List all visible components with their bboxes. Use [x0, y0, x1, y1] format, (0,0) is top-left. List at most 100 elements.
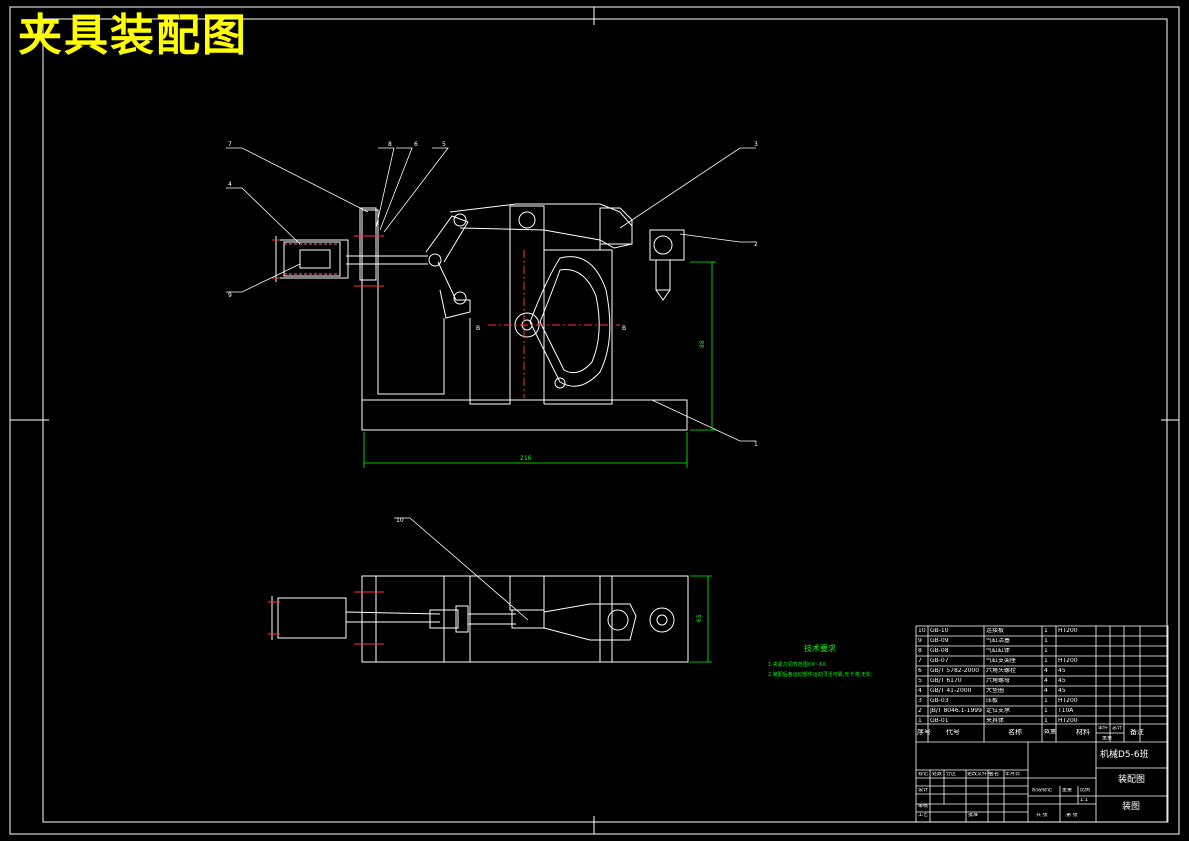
tb-label-design: 设计: [918, 788, 929, 793]
bom-seq: 1: [918, 718, 922, 724]
bom-name: 六角头螺栓: [986, 668, 1017, 674]
balloon-8: 8: [388, 141, 392, 148]
bom-material: HT200: [1058, 698, 1078, 704]
bom-grid: [915, 625, 1169, 823]
bom-code: GB/T 41-2000: [930, 688, 972, 694]
bom-header-note: 备注: [1130, 729, 1144, 736]
balloon-4: 4: [228, 181, 232, 188]
tb-label-stage: 阶段标记: [1032, 788, 1053, 793]
dimension-texts: 216 88 65: [520, 340, 706, 622]
tb-label-sheet-no: 第 张: [1066, 813, 1078, 818]
bom-qty: 4: [1044, 688, 1048, 694]
section-mark-left: B: [476, 325, 480, 332]
balloon-10: 10: [396, 517, 404, 524]
balloon-7: 7: [228, 141, 232, 148]
bom-code: JB/T 8046.1-1999: [930, 708, 982, 714]
bom-seq: 8: [918, 648, 922, 654]
bom-header-seq: 序号: [917, 729, 931, 736]
bom-qty: 1: [1044, 718, 1048, 724]
bom-name: 定位支承: [986, 708, 1011, 714]
balloon-6: 6: [414, 141, 418, 148]
bom-code: GB-10: [930, 628, 949, 634]
bom-qty: 1: [1044, 648, 1048, 654]
bom-seq: 4: [918, 688, 922, 694]
tech-req-title: 技术要求: [804, 644, 836, 653]
bom-code: GB-07: [930, 658, 949, 664]
bom-seq: 2: [918, 708, 922, 714]
bom-name: 气缸支架座: [986, 658, 1017, 664]
section-mark-right: B: [622, 325, 626, 332]
bom-name: 夹具体: [986, 718, 1005, 724]
bom-qty: 1: [1044, 628, 1048, 634]
balloon-9: 9: [228, 292, 232, 299]
bom-header-qty: 数量: [1044, 729, 1057, 735]
tb-label-zone: 分区: [946, 772, 957, 777]
bom-seq: 10: [918, 628, 926, 634]
bom-name: 气缸活塞: [986, 638, 1011, 644]
plan-view: [271, 575, 689, 663]
balloon-5: 5: [442, 141, 446, 148]
leader-lines: [226, 147, 756, 621]
tb-label-scale: 比例: [1080, 788, 1091, 793]
bom-qty: 1: [1044, 698, 1048, 704]
bom-code: GB-03: [930, 698, 949, 704]
bom-seq: 6: [918, 668, 922, 674]
tb-label-approve: 批准: [968, 813, 979, 818]
front-view: [275, 203, 688, 431]
bom-header-total-weight: 总计: [1112, 726, 1123, 731]
balloon-2: 2: [754, 241, 758, 248]
bom-seq: 7: [918, 658, 922, 664]
bom-header-weight: 重量: [1102, 736, 1113, 741]
bom-material: HT200: [1058, 658, 1078, 664]
center-lines: [272, 235, 620, 398]
bom-seq: 9: [918, 638, 922, 644]
bom-seq: 5: [918, 678, 922, 684]
tb-label-count: 处数: [932, 772, 943, 777]
bom-material: HT200: [1058, 718, 1078, 724]
bom-qty: 4: [1044, 668, 1048, 674]
tech-req-line-2: 2.装配后各运动部件运动灵活可靠,无卡滞,无松.: [768, 672, 873, 678]
dim-height: 88: [699, 340, 706, 348]
tb-label-weight: 重量: [1062, 788, 1073, 793]
bom-header-name: 名称: [1008, 729, 1022, 736]
bom-seq: 3: [918, 698, 922, 704]
bom-qty: 1: [1044, 638, 1048, 644]
title-block-school: 机械D5-6班: [1100, 750, 1149, 760]
bom-material: 45: [1058, 668, 1066, 674]
tb-scale-value: 1:1: [1080, 798, 1089, 803]
balloon-1: 1: [754, 441, 758, 448]
bom-code: GB-09: [930, 638, 949, 644]
bom-material: 45: [1058, 678, 1066, 684]
tb-label-review: 审核: [918, 804, 929, 809]
bom-name: 气缸缸体: [986, 648, 1011, 654]
bom-material: T10A: [1058, 708, 1074, 714]
bom-material: HT200: [1058, 628, 1078, 634]
bom-name: 连接板: [986, 628, 1005, 634]
tb-label-mark: 标记: [918, 772, 929, 777]
tb-label-total-sheets: 共 张: [1036, 813, 1048, 818]
bom-name: 六角螺母: [986, 678, 1011, 684]
hidden-lines: [284, 243, 340, 275]
plan-center-lines: [268, 591, 384, 645]
bom-name: 压板: [986, 698, 999, 704]
sheet-frame: [9, 6, 1180, 835]
tb-label-signature: 签名: [989, 772, 1000, 777]
tech-req-line-1: 1.夹紧力调节范围XX~XX.: [768, 662, 828, 668]
dim-plan-height: 65: [696, 614, 703, 622]
bom-name: 大垫圈: [986, 688, 1005, 694]
bom-qty: 1: [1044, 658, 1048, 664]
bom-header-code: 代号: [946, 729, 960, 736]
bom-code: GB-01: [930, 718, 949, 724]
bom-table: 10 GB-10 连接板 1 HT200 9 GB-09 气缸活塞 1 8 GB…: [916, 626, 1168, 822]
bom-qty: 4: [1044, 678, 1048, 684]
bom-code: GB/T 6170: [930, 678, 962, 684]
tb-label-change-doc: 更改文件号: [967, 772, 993, 777]
title-block-drawing-no: 装图: [1122, 802, 1141, 812]
balloon-3: 3: [754, 141, 758, 148]
tb-label-process: 工艺: [918, 813, 929, 818]
dimension-lines: [363, 261, 716, 663]
bom-code: GB/T 5782-2000: [930, 668, 980, 674]
bom-code: GB-08: [930, 648, 949, 654]
tb-label-date: 年月日: [1005, 772, 1021, 777]
